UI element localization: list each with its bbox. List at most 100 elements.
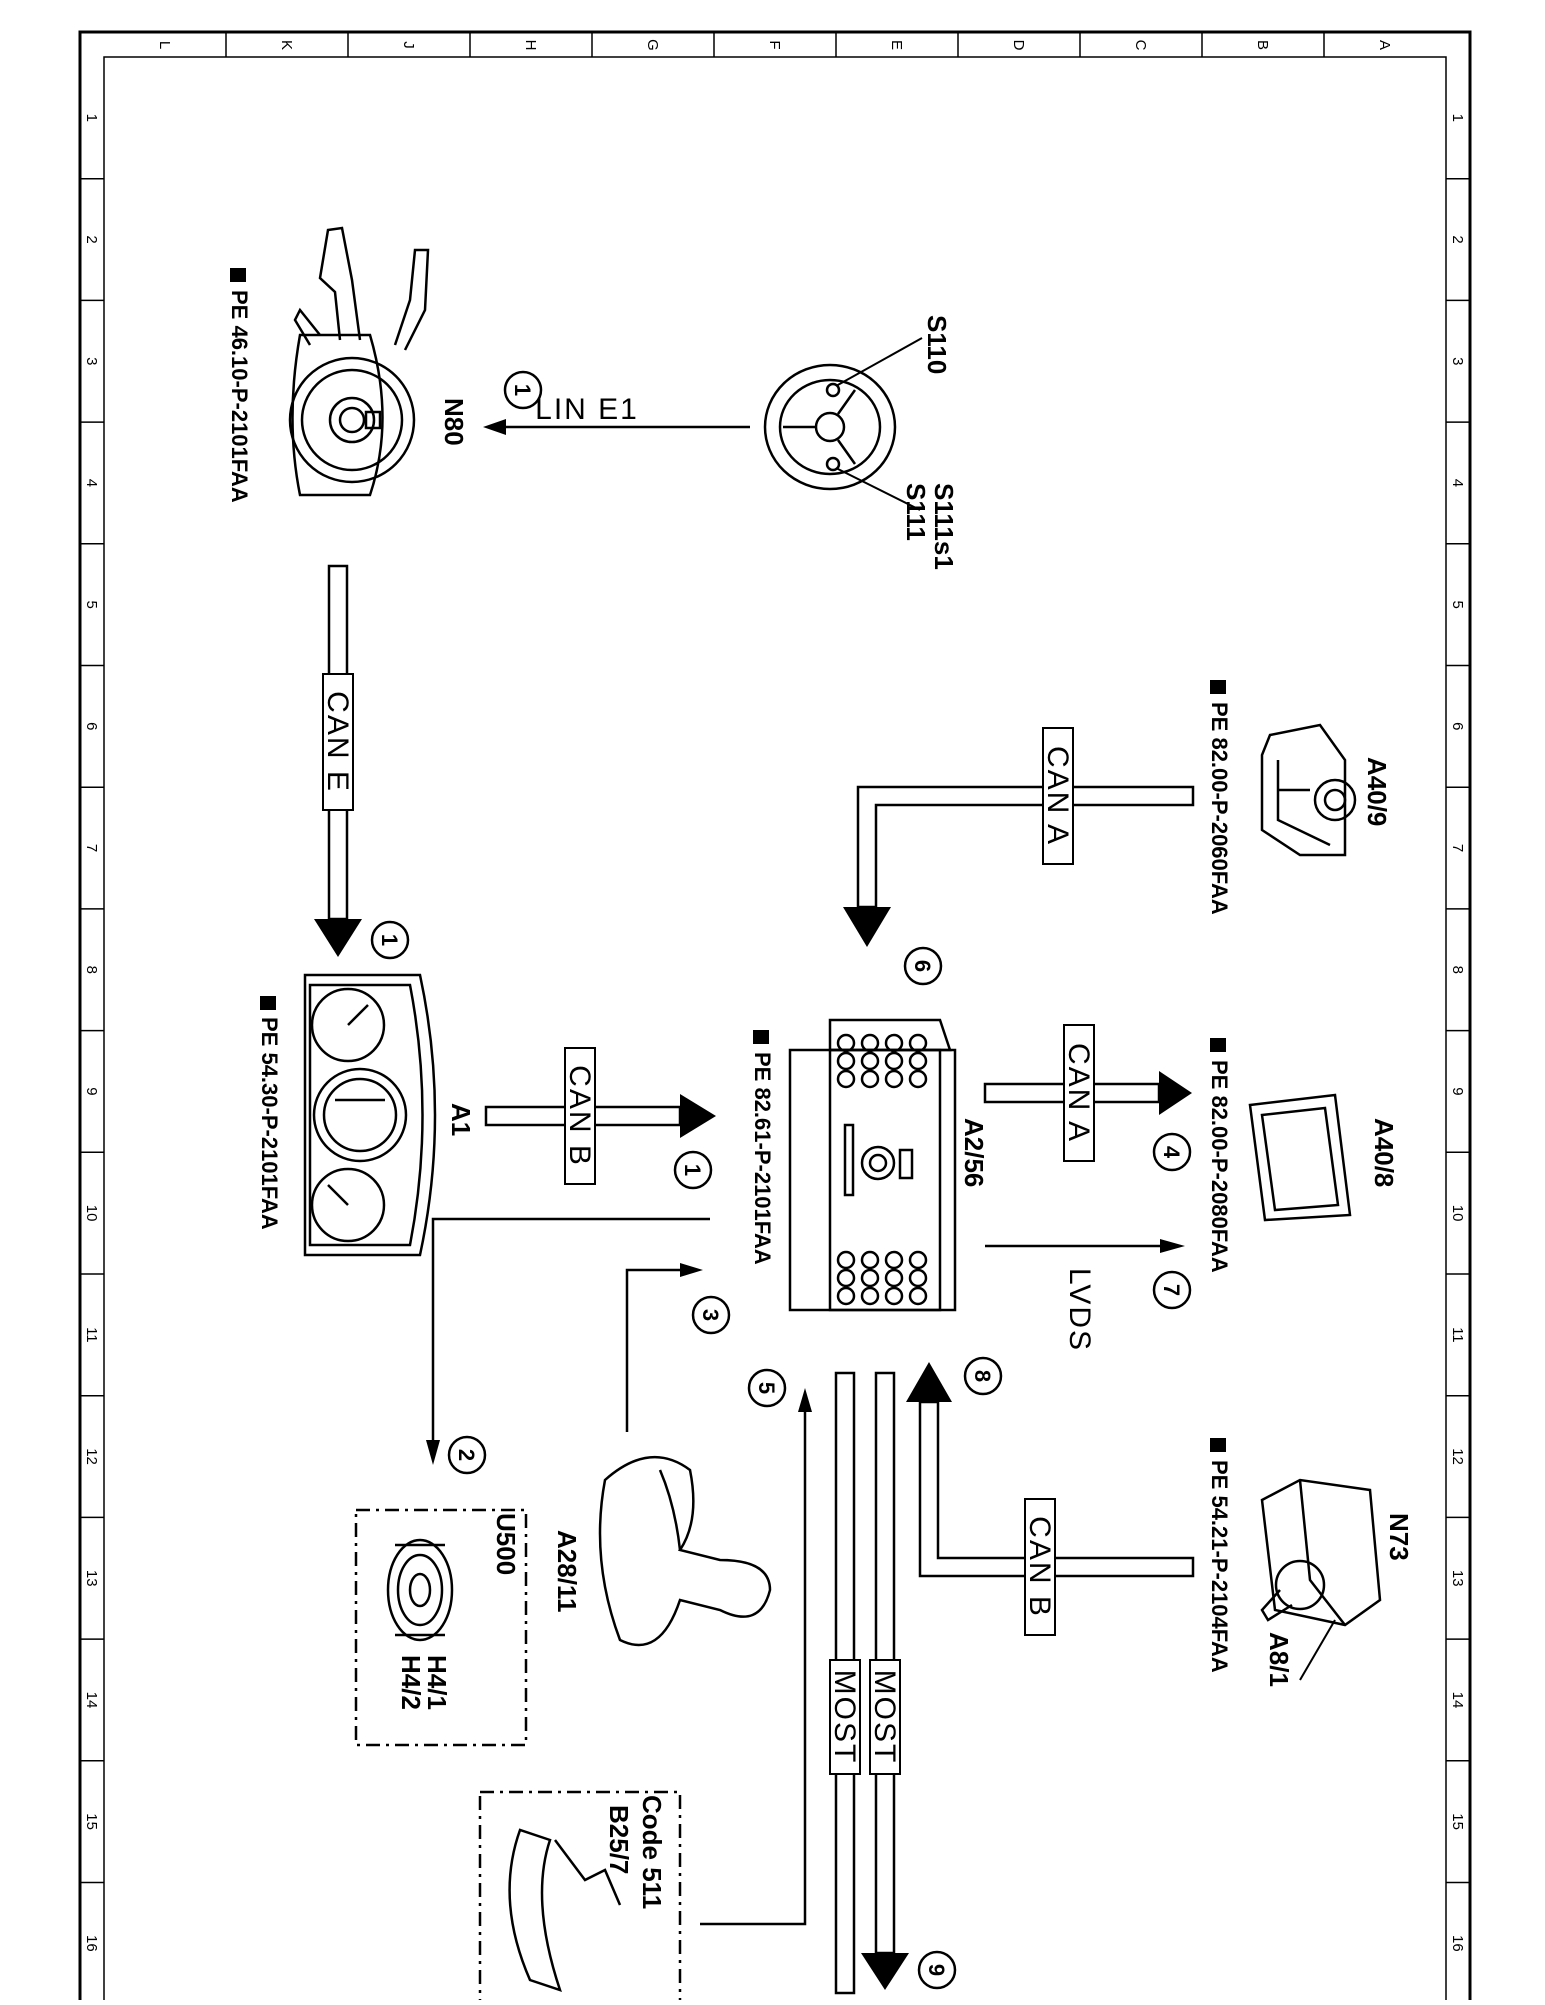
head-unit-button xyxy=(908,1033,928,1053)
head-unit-button xyxy=(836,1033,856,1053)
head-unit-button xyxy=(908,1069,928,1089)
frame-col-label: G xyxy=(644,39,661,51)
label-a2-56: A2/56 xyxy=(959,1118,989,1187)
head-unit-button xyxy=(860,1250,880,1270)
frame-row-label: 4 xyxy=(1449,479,1466,487)
can-a-top-label: CAN A xyxy=(1041,746,1074,846)
ref-a2-56: PE 82.61-P-2101FAA xyxy=(750,1052,775,1265)
label-a8-1: A8/1 xyxy=(1264,1632,1294,1687)
frame-row-label: 14 xyxy=(1449,1692,1466,1709)
label-a40-8: A40/8 xyxy=(1369,1118,1399,1187)
drawing-frame xyxy=(78,30,1472,2004)
can-a-top-bus xyxy=(856,785,1195,909)
can-b-arrowhead xyxy=(680,1094,716,1138)
frame-col-label: J xyxy=(400,41,417,49)
head-unit-button xyxy=(884,1268,904,1288)
frame-row-label: 7 xyxy=(1449,844,1466,852)
label-a1: A1 xyxy=(446,1103,476,1136)
marker-7: 7 xyxy=(1159,1284,1184,1296)
lvds-arrowhead xyxy=(1160,1239,1185,1253)
marker-3: 3 xyxy=(698,1309,723,1321)
frame-row-label: 8 xyxy=(1449,966,1466,974)
frame-row-label: 11 xyxy=(1449,1327,1466,1343)
connections xyxy=(314,419,1195,1995)
marker-1-lin: 1 xyxy=(510,384,535,396)
head-unit-button xyxy=(860,1033,880,1053)
frame-row-label: 6 xyxy=(1449,722,1466,730)
line-3 xyxy=(625,1268,680,1432)
frame-row-label: 12 xyxy=(1449,1448,1466,1465)
frame-row-label: 5 xyxy=(83,600,100,608)
frame-col-label: F xyxy=(766,40,783,49)
head-unit-button xyxy=(836,1268,856,1288)
can-e-label: CAN E xyxy=(321,691,354,793)
head-unit-button xyxy=(884,1286,904,1306)
frame-col-label: D xyxy=(1010,40,1027,51)
frame-row-label: 16 xyxy=(83,1935,100,1952)
svg-text:H4/2: H4/2 xyxy=(396,1655,426,1710)
most-2-label: MOST xyxy=(868,1670,901,1765)
head-unit-buttons xyxy=(836,1033,928,1306)
head-unit-button xyxy=(908,1268,928,1288)
head-unit-button xyxy=(836,1069,856,1089)
marker-6: 6 xyxy=(910,960,935,972)
line-2-arrowhead xyxy=(426,1440,440,1465)
frame-col-label: B xyxy=(1254,40,1271,50)
head-unit-button xyxy=(884,1033,904,1053)
most-1-label: MOST xyxy=(828,1670,861,1765)
code511-box xyxy=(478,1790,682,2005)
label-n73: N73 xyxy=(1384,1513,1414,1561)
steering-wheel-icon xyxy=(763,337,923,511)
head-unit-button xyxy=(836,1286,856,1306)
most-arrowhead xyxy=(861,1953,909,1990)
steering-column-module-icon xyxy=(288,226,430,497)
reference-symbols xyxy=(230,268,1226,1452)
head-unit-button xyxy=(860,1051,880,1071)
ref-symbol-a40-9 xyxy=(1210,680,1226,694)
line-3-arrowhead xyxy=(680,1263,703,1277)
display-icon xyxy=(1248,1093,1352,1222)
can-b-label: CAN B xyxy=(563,1065,596,1167)
can-e-arrowhead xyxy=(314,919,362,957)
ref-symbol-n80 xyxy=(230,268,246,282)
lin-e1-arrowhead xyxy=(483,419,506,435)
can-a-right-arrowhead xyxy=(1159,1071,1192,1115)
frame-row-label: 5 xyxy=(1449,600,1466,608)
frame-row-label: 10 xyxy=(1449,1205,1466,1222)
head-unit-button xyxy=(908,1250,928,1270)
frame-row-label: 3 xyxy=(1449,357,1466,365)
frame-grid xyxy=(80,32,1470,1884)
marker-8: 8 xyxy=(970,1370,995,1382)
frame-row-label: 15 xyxy=(83,1813,100,1830)
frame-row-label: 11 xyxy=(83,1327,100,1343)
frame-row-label: 10 xyxy=(83,1205,100,1222)
frame-col-label: K xyxy=(278,40,295,50)
head-unit-button xyxy=(860,1268,880,1288)
ref-symbol-a2-56 xyxy=(753,1030,769,1044)
label-code511: Code 511 xyxy=(637,1795,667,1909)
can-a-right-label: CAN A xyxy=(1062,1043,1095,1143)
frame-row-label: 8 xyxy=(83,966,100,974)
frame-row-label: 2 xyxy=(1449,235,1466,243)
frame-row-label: 9 xyxy=(83,1087,100,1095)
label-s111: S111s1 S111 xyxy=(901,483,959,570)
head-unit-button xyxy=(908,1286,928,1306)
frame-row-label: 16 xyxy=(1449,1935,1466,1952)
marker-2: 2 xyxy=(454,1449,479,1461)
frame-col-label: E xyxy=(888,40,905,50)
ignition-switch-icon xyxy=(1260,1478,1382,1681)
head-unit-button xyxy=(908,1051,928,1071)
frame-col-label: L xyxy=(156,41,173,49)
svg-text:H4/1: H4/1 xyxy=(422,1655,452,1710)
line-5 xyxy=(700,1412,807,1926)
frame-row-label: 14 xyxy=(83,1692,100,1709)
frame-row-label: 15 xyxy=(1449,1813,1466,1830)
frame-col-label: H xyxy=(522,40,539,51)
gear-selector-icon xyxy=(598,1455,772,1647)
sensor-b25-7-icon xyxy=(508,1828,622,1992)
ref-symbol-a40-8 xyxy=(1210,1038,1226,1052)
speaker-icon xyxy=(386,1538,454,1642)
marker-4: 4 xyxy=(1159,1146,1184,1159)
